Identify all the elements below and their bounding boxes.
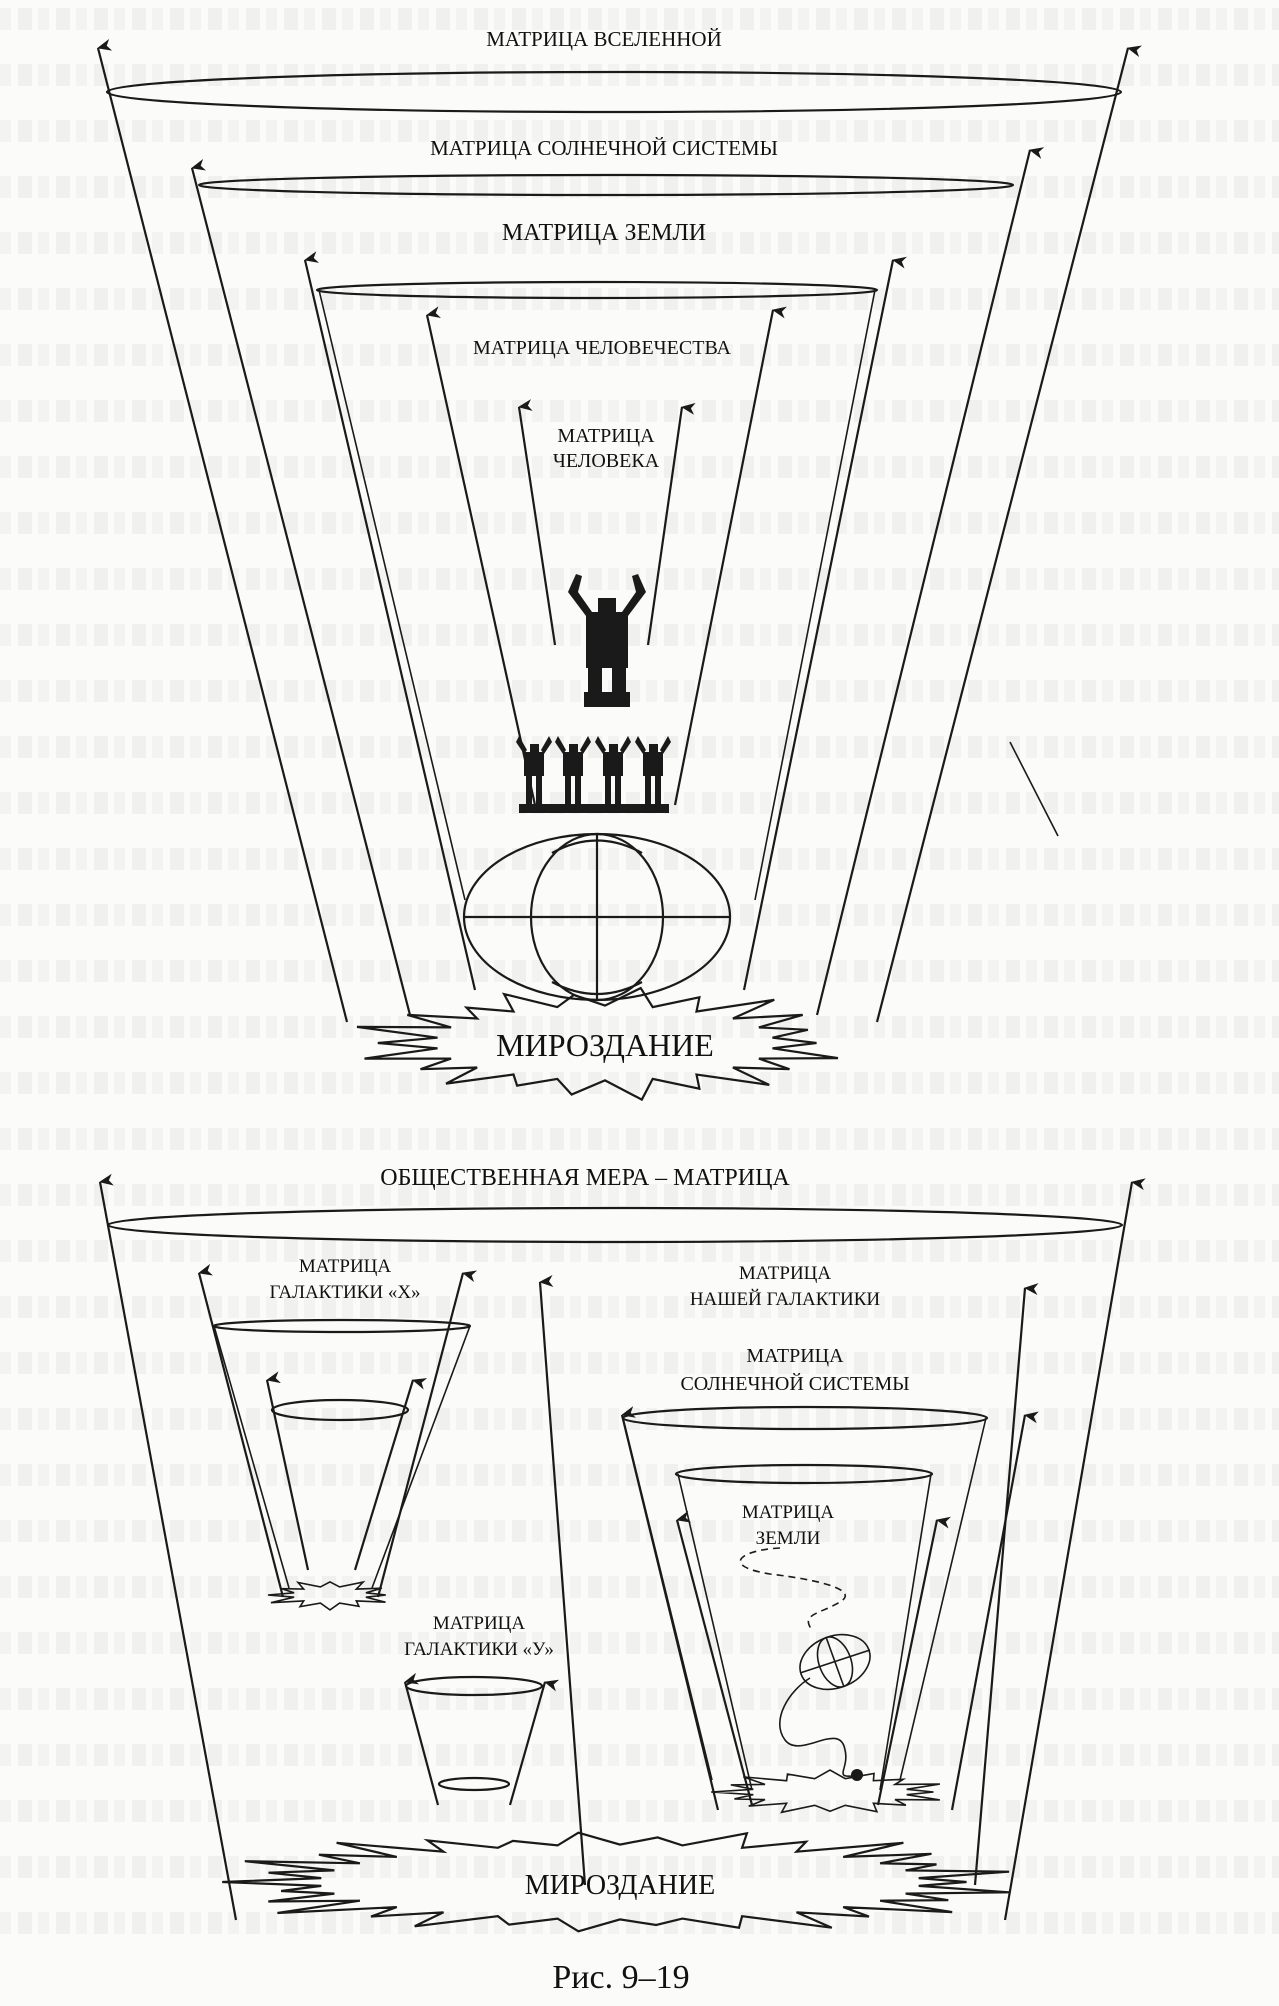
earth-bottom-wall-right — [879, 1473, 932, 1791]
galaxy-x-inner-rim — [270, 1398, 410, 1422]
galaxy-y-rim — [404, 1675, 544, 1697]
earth-bottom-arrow-right — [876, 1516, 951, 1806]
solar-system-cone — [190, 147, 1045, 1016]
social-arrow-right — [1003, 1178, 1146, 1921]
small-figure-icon — [516, 736, 552, 804]
humanity-cone — [425, 306, 787, 806]
solar-bottom-wall-left — [622, 1417, 713, 1781]
top-diagram: МИРОЗДАНИЕ МАТРИЦА ВСЕЛЕННОЙ МАТРИЦА СОЛ… — [96, 27, 1143, 1102]
small-figure-icon — [555, 736, 591, 804]
earth-cone-right-wall — [754, 289, 876, 901]
galaxy-x-wall-left — [213, 1325, 290, 1589]
universe-arrow-left — [96, 38, 349, 1023]
galaxy-x-inner-arrow-right — [353, 1378, 428, 1571]
earth-bottom-rim — [674, 1463, 934, 1485]
our-galaxy-label-line1: МАТРИЦА — [739, 1263, 832, 1284]
pencil-mark — [1009, 741, 1059, 837]
galaxy-y-label-line1: МАТРИЦА — [433, 1613, 526, 1634]
earth-path-dashed — [739, 1547, 847, 1631]
earth-point-icon — [851, 1769, 863, 1781]
galaxy-y-inner-rim — [437, 1776, 511, 1792]
solar-bottom-arrow-right — [950, 1411, 1039, 1811]
bottom-diagram: МИРОЗДАНИЕ ОБЩЕСТВЕННАЯ МЕРА – МАТРИЦА М… — [98, 1165, 1146, 1933]
galaxy-y-label-line2: ГАЛАКТИКИ «У» — [404, 1639, 554, 1660]
galaxy-x-wall-right — [371, 1325, 471, 1589]
solar-bottom-label-line2: СОЛНЕЧНОЙ СИСТЕМЫ — [680, 1372, 909, 1395]
earth-cone — [303, 251, 907, 991]
human-cone — [517, 399, 696, 646]
creation-label-top: МИРОЗДАНИЕ — [496, 1027, 714, 1063]
galaxy-y-cone — [403, 1672, 560, 1806]
solar-system-matrix-label: МАТРИЦА СОЛНЕЧНОЙ СИСТЕМЫ — [430, 136, 778, 160]
universe-matrix-label: МАТРИЦА ВСЕЛЕННОЙ — [486, 27, 722, 51]
social-measure-rim — [106, 1206, 1124, 1244]
human-figure-icon — [568, 574, 646, 707]
earth-bottom-wall-left — [677, 1473, 753, 1791]
social-measure-label: ОБЩЕСТВЕННАЯ МЕРА – МАТРИЦА — [380, 1165, 790, 1191]
universe-arrow-right — [875, 45, 1143, 1023]
earth-arrow-left — [303, 251, 477, 991]
galaxy-x-label-line1: МАТРИЦА — [299, 1256, 392, 1277]
small-figure-icon — [595, 736, 631, 804]
solar-system-cone-bottom — [620, 1405, 1039, 1811]
earth-bottom-label-line1: МАТРИЦА — [742, 1502, 835, 1523]
human-arrow-right — [646, 402, 696, 646]
solar-starburst — [711, 1769, 940, 1814]
small-globe-icon — [799, 1633, 871, 1691]
humanity-figures-icon — [516, 736, 671, 813]
human-arrow-left — [517, 399, 557, 646]
figure-caption: Рис. 9–19 — [552, 1959, 689, 1996]
galaxy-x-arrow-left — [197, 1263, 285, 1598]
universe-rim — [105, 70, 1123, 114]
small-figure-icon — [635, 736, 671, 804]
galaxy-x-cone — [197, 1263, 478, 1611]
earth-bottom-arrow-left — [675, 1510, 754, 1806]
galaxy-y-arrow-left — [403, 1672, 440, 1806]
solar-system-bottom-rim — [621, 1405, 989, 1431]
earth-trail-line — [779, 1677, 861, 1777]
galaxy-x-label-line2: ГАЛАКТИКИ «Х» — [269, 1282, 420, 1303]
humanity-arrow-left — [425, 306, 537, 806]
solar-bottom-label-line1: МАТРИЦА — [746, 1345, 844, 1367]
earth-rim — [315, 280, 879, 300]
galaxy-x-rim — [212, 1318, 472, 1334]
solar-arrow-right — [815, 147, 1045, 1016]
creation-label-bottom: МИРОЗДАНИЕ — [525, 1870, 715, 1901]
universe-cone — [96, 38, 1143, 1023]
earth-cone-bottom — [674, 1463, 951, 1806]
our-galaxy-label-line2: НАШЕЙ ГАЛАКТИКИ — [690, 1289, 881, 1310]
humanity-matrix-label: МАТРИЦА ЧЕЛОВЕЧЕСТВА — [473, 337, 732, 359]
earth-bottom-label-line2: ЗЕМЛИ — [756, 1528, 821, 1549]
social-arrow-left — [98, 1173, 238, 1921]
humanity-arrow-right — [673, 306, 787, 806]
human-matrix-label-line2: ЧЕЛОВЕКА — [553, 450, 660, 472]
creation-starburst-top — [356, 986, 839, 1102]
earth-cone-left-wall — [318, 289, 466, 901]
our-galaxy-arrow-left — [538, 1275, 587, 1886]
human-matrix-label-line1: МАТРИЦА — [557, 425, 655, 447]
galaxy-x-arrow-right — [376, 1270, 478, 1598]
earth-arrow-right — [742, 256, 907, 991]
our-galaxy-arrow-right — [973, 1283, 1039, 1886]
creation-starburst-bottom — [222, 1831, 1010, 1933]
galaxy-x-starburst — [267, 1580, 386, 1611]
galaxy-y-arrow-right — [508, 1679, 560, 1806]
solar-bottom-wall-right — [899, 1417, 987, 1781]
earth-matrix-label: МАТРИЦА ЗЕМЛИ — [502, 220, 706, 246]
social-measure-cone — [98, 1173, 1146, 1921]
our-galaxy-cone — [538, 1275, 1039, 1886]
solar-system-rim — [197, 173, 1015, 197]
earth-globe-icon — [462, 832, 732, 1002]
solar-arrow-left — [190, 158, 412, 1016]
